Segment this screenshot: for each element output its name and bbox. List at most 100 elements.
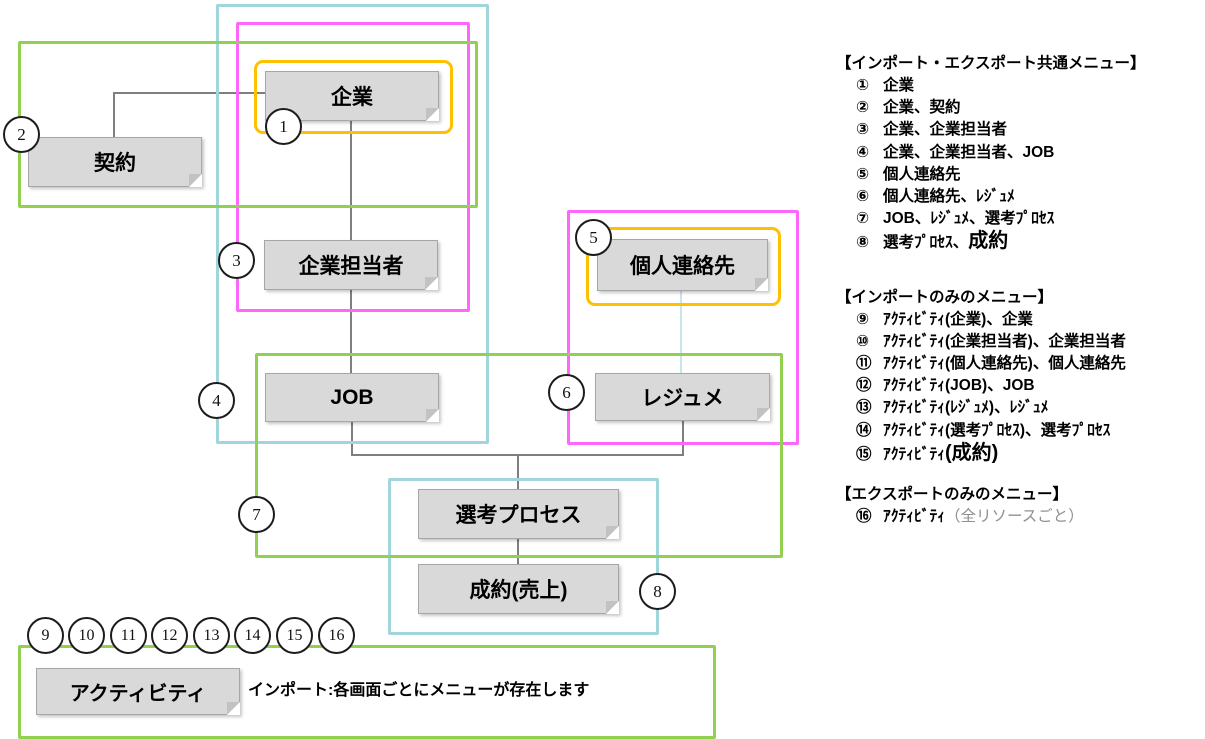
legend-item-text: 企業: [883, 77, 915, 94]
legend-item-number: ⑪: [856, 355, 872, 373]
legend-item-text: ｱｸﾃｨﾋﾞﾃｨ: [883, 445, 946, 463]
marker-7: 7: [238, 496, 275, 533]
legend-item-text: 個人連絡先: [883, 165, 961, 183]
legend-item-text: 企業、契約: [883, 99, 961, 117]
marker-12: 12: [151, 617, 188, 654]
legend-item: ⑧ 選考ﾌﾟﾛｾｽ、成約: [836, 230, 1146, 254]
legend-section-title: 【インポートのみのメニュー】: [836, 288, 1054, 306]
legend-item: ⑫ ｱｸﾃｨﾋﾞﾃｨ(JOB)、JOB: [836, 375, 1146, 397]
highlight-frame-orange-company: [254, 60, 453, 134]
legend-item: ④ 企業、企業担当者、JOB: [836, 142, 1146, 164]
entity-box-company-contact: 企業担当者: [264, 240, 438, 290]
marker-6-label: 6: [562, 382, 571, 402]
entity-label-deal: 成約(売上): [469, 579, 568, 602]
entity-box-selection-process: 選考プロセス: [418, 489, 619, 539]
connector-resume-down: [682, 419, 684, 456]
marker-4-label: 4: [212, 390, 221, 410]
entity-box-activity: アクティビティ: [36, 668, 240, 715]
marker-15-label: 15: [286, 626, 303, 644]
marker-10: 10: [68, 617, 105, 654]
entity-label-job: JOB: [330, 385, 374, 409]
entity-label-contract: 契約: [94, 152, 136, 175]
legend-item-number: ⑮: [856, 445, 872, 463]
legend-item-number: ⑩: [856, 332, 870, 350]
legend-item-text: ｱｸﾃｨﾋﾞﾃｨ(JOB)、JOB: [883, 377, 1035, 395]
legend-item: ⑩ ｱｸﾃｨﾋﾞﾃｨ(企業担当者)、企業担当者: [836, 331, 1146, 353]
legend-item-text: 企業、企業担当者: [883, 121, 1008, 139]
highlight-frame-orange-personal-contact: [586, 227, 781, 306]
legend-item-number: ②: [856, 99, 870, 117]
marker-9: 9: [27, 617, 64, 654]
legend-item-number: ⑭: [856, 421, 872, 439]
legend-item-number: ⑦: [856, 210, 870, 228]
connector-companycontact-job: [350, 288, 352, 373]
marker-15: 15: [276, 617, 313, 654]
marker-3: 3: [218, 242, 255, 279]
legend-item-text: JOB、ﾚｼﾞｭﾒ、選考ﾌﾟﾛｾｽ: [883, 210, 1055, 228]
marker-8-label: 8: [653, 581, 662, 601]
legend-item: ⑮ ｱｸﾃｨﾋﾞﾃｨ(成約): [836, 442, 1146, 466]
marker-6: 6: [548, 374, 585, 411]
connector-selection-deal: [517, 537, 519, 565]
marker-16: 16: [318, 617, 355, 654]
legend-item-text: ｱｸﾃｨﾋﾞﾃｨ(企業担当者)、企業担当者: [883, 332, 1126, 350]
marker-11-label: 11: [120, 626, 137, 644]
import-note-text: インポート:各画面ごとにメニューが存在します: [248, 682, 590, 699]
entity-box-deal: 成約(売上): [418, 564, 619, 614]
connector-job-down: [351, 420, 353, 456]
legend-item-number: ④: [856, 143, 870, 161]
entity-label-activity: アクティビティ: [69, 683, 207, 705]
legend-item-text: 企業、企業担当者、JOB: [883, 143, 1055, 161]
marker-16-label: 16: [328, 626, 345, 644]
legend-item: ⑦ JOB、ﾚｼﾞｭﾒ、選考ﾌﾟﾛｾｽ: [836, 208, 1146, 230]
legend-item-text-large: 成約: [968, 230, 1009, 253]
marker-5: 5: [575, 219, 612, 256]
marker-2: 2: [3, 116, 40, 153]
marker-1: 1: [265, 108, 302, 145]
connector-personalcontact-resume: [680, 289, 682, 373]
legend-item-text: 選考ﾌﾟﾛｾｽ、: [883, 234, 969, 252]
legend-item-number: ⑤: [856, 165, 870, 183]
legend-item-number: ⑯: [856, 508, 872, 526]
legend-section-title: 【インポート・エクスポート共通メニュー】: [836, 55, 1146, 72]
marker-7-label: 7: [252, 504, 261, 524]
legend-item: ⑤ 個人連絡先: [836, 164, 1146, 186]
legend-item-number: ①: [856, 77, 870, 94]
entity-label-resume: レジュメ: [641, 387, 724, 410]
group-frame-cyan-company-job: [216, 4, 489, 444]
entity-label-personal-contact: 個人連絡先: [630, 255, 735, 278]
marker-10-label: 10: [78, 626, 95, 644]
marker-9-label: 9: [41, 626, 50, 644]
legend-item: ① 企業: [836, 75, 1146, 97]
entity-label-company-contact: 企業担当者: [298, 255, 404, 278]
marker-4: 4: [198, 382, 235, 419]
legend-item-number: ⑬: [856, 399, 872, 417]
legend-item-number: ⑫: [856, 377, 872, 395]
connector-contract-vertical: [113, 92, 115, 138]
legend-item-number: ⑨: [856, 310, 870, 328]
legend-item-text-large: (成約): [945, 441, 999, 464]
legend-item-text-muted: （全リソースごと）: [945, 508, 1084, 526]
legend-section-title: 【エクスポートのみのメニュー】: [836, 486, 1069, 504]
connector-contract-company-horizontal: [114, 92, 266, 94]
connector-company-companycontact: [350, 119, 352, 240]
entity-box-job: JOB: [265, 373, 439, 422]
group-frame-green-activity: [18, 645, 716, 739]
legend-item-number: ⑧: [856, 234, 870, 252]
group-frame-pink-company-contact: [236, 22, 470, 312]
marker-5-label: 5: [589, 227, 598, 247]
connector-to-selection-process: [517, 454, 519, 490]
entity-box-contract: 契約: [28, 137, 202, 187]
marker-11: 11: [110, 617, 147, 654]
group-frame-pink-personal-resume: [567, 210, 799, 445]
marker-1-label: 1: [279, 116, 288, 136]
